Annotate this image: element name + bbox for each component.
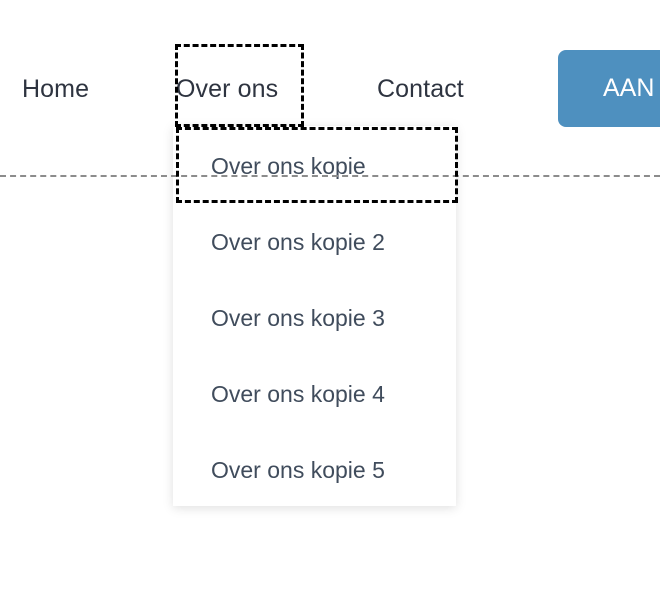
dropdown-item[interactable]: Over ons kopie 5 — [211, 457, 385, 483]
dropdown-item[interactable]: Over ons kopie 4 — [211, 381, 385, 407]
horizontal-guide-line — [0, 175, 660, 177]
nav-item-home[interactable]: Home — [22, 75, 90, 103]
dropdown-item[interactable]: Over ons kopie 3 — [211, 305, 385, 331]
nav-item-over-ons[interactable]: Over ons — [176, 75, 279, 103]
navbar: Home Over ons Contact AAN — [0, 0, 660, 127]
cta-button[interactable]: AAN — [558, 50, 660, 127]
nav-item-contact[interactable]: Contact — [377, 75, 464, 103]
dropdown-item[interactable]: Over ons kopie — [211, 153, 366, 179]
dropdown-item[interactable]: Over ons kopie 2 — [211, 229, 385, 255]
dropdown-menu-over-ons: Over ons kopie Over ons kopie 2 Over ons… — [173, 126, 456, 506]
